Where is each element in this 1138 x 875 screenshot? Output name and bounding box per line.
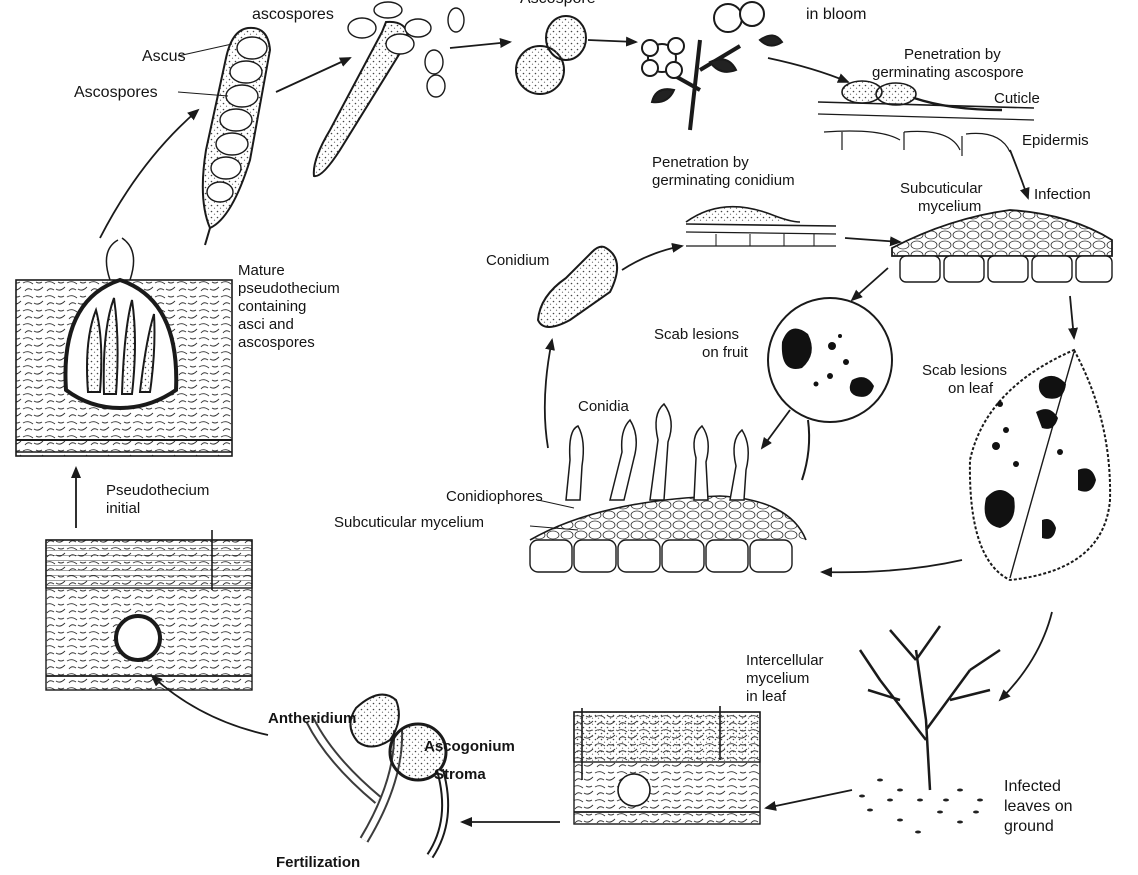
pseudothecium-initial-illustration	[46, 530, 252, 690]
apple-branch-in-bloom-illustration	[642, 2, 782, 130]
arrow-mycelium-to-fruit	[852, 268, 888, 300]
arrow-ascospores-to-ascospore	[450, 42, 510, 48]
arrow-bloom-to-penetration	[768, 58, 848, 82]
arrow-ascospore-to-bloom	[588, 40, 636, 42]
label-cuticle: Cuticle	[994, 90, 1040, 107]
label-mature-4: asci and	[238, 316, 294, 333]
label-penetration-ascospore-2: germinating ascospore	[872, 64, 1024, 81]
conidiophores-illustration	[530, 404, 806, 572]
arrow-mature-to-ascus	[100, 110, 198, 238]
label-intercellular-2: mycelium	[746, 670, 809, 687]
arrow-conidium-penetration-to-mycelium	[845, 238, 900, 242]
arrow-leaf-to-ground	[1000, 612, 1052, 700]
label-conidia: Conidia	[578, 398, 629, 415]
ascus-releasing-illustration	[314, 2, 464, 176]
label-penetration-conidium-1: Penetration by	[652, 154, 749, 171]
label-conidium: Conidium	[486, 252, 549, 269]
arrow-conidiophores-to-conidium	[545, 340, 552, 448]
penetration-conidium-illustration	[686, 207, 836, 246]
label-ascus: Ascus	[142, 48, 186, 66]
label-mature-1: Mature	[238, 262, 285, 279]
label-epidermis: Epidermis	[1022, 132, 1089, 149]
label-subcuticular-mycelium: Subcuticular mycelium	[334, 514, 484, 531]
label-in-bloom: in bloom	[806, 6, 866, 24]
label-intercellular-1: Intercellular	[746, 652, 824, 669]
label-infected-1: Infected	[1004, 778, 1061, 796]
label-penetration-conidium-2: germinating conidium	[652, 172, 795, 189]
label-pseudothecium-initial-2: initial	[106, 500, 140, 517]
label-scab-leaf-2: on leaf	[948, 380, 993, 397]
infected-leaves-ground-illustration	[859, 626, 1000, 834]
arrow-leaf-to-conidiophores	[822, 560, 962, 572]
label-subcuticular-1: Subcuticular	[900, 180, 983, 197]
label-fertilization: Fertilization	[276, 854, 360, 871]
label-subcuticular-2: mycelium	[918, 198, 981, 215]
arrow-penetration-to-infection	[1010, 150, 1028, 198]
label-mature-3: containing	[238, 298, 306, 315]
label-infected-2: leaves on	[1004, 798, 1073, 816]
subcuticular-mycelium-illustration	[892, 210, 1112, 282]
arrow-mycelium-to-leaf	[1070, 296, 1074, 338]
ascus-illustration	[178, 28, 270, 245]
label-mature-5: ascospores	[238, 334, 315, 351]
label-ascospore-top: Ascospore	[520, 0, 596, 8]
intercellular-mycelium-illustration	[574, 706, 760, 824]
arrow-ground-to-intercellular	[766, 790, 852, 808]
label-ascospores: Ascospores	[74, 84, 158, 102]
label-scab-leaf-1: Scab lesions	[922, 362, 1007, 379]
arrow-fruit-to-conidia	[762, 410, 790, 448]
label-stroma: Stroma	[434, 766, 486, 783]
label-ascogonium: Ascogonium	[424, 738, 515, 755]
conidium-illustration	[538, 247, 617, 327]
label-infection: Infection	[1034, 186, 1091, 203]
ascospore-illustration	[516, 16, 586, 94]
arrow-ascus-to-ascospores	[276, 58, 350, 92]
label-ascospores-top: ascospores	[252, 6, 334, 24]
label-scab-fruit-2: on fruit	[702, 344, 748, 361]
scab-fruit-illustration	[768, 298, 892, 480]
arrow-conidium-to-penetration	[622, 246, 682, 270]
label-intercellular-3: in leaf	[746, 688, 786, 705]
label-pseudothecium-initial-1: Pseudothecium	[106, 482, 209, 499]
label-mature-2: pseudothecium	[238, 280, 340, 297]
mature-pseudothecium-illustration	[16, 238, 232, 456]
label-antheridium: Antheridium	[268, 710, 356, 727]
label-conidiophores: Conidiophores	[446, 488, 543, 505]
label-penetration-ascospore-1: Penetration by	[904, 46, 1001, 63]
label-scab-fruit-1: Scab lesions	[654, 326, 739, 343]
label-infected-3: ground	[1004, 818, 1054, 836]
